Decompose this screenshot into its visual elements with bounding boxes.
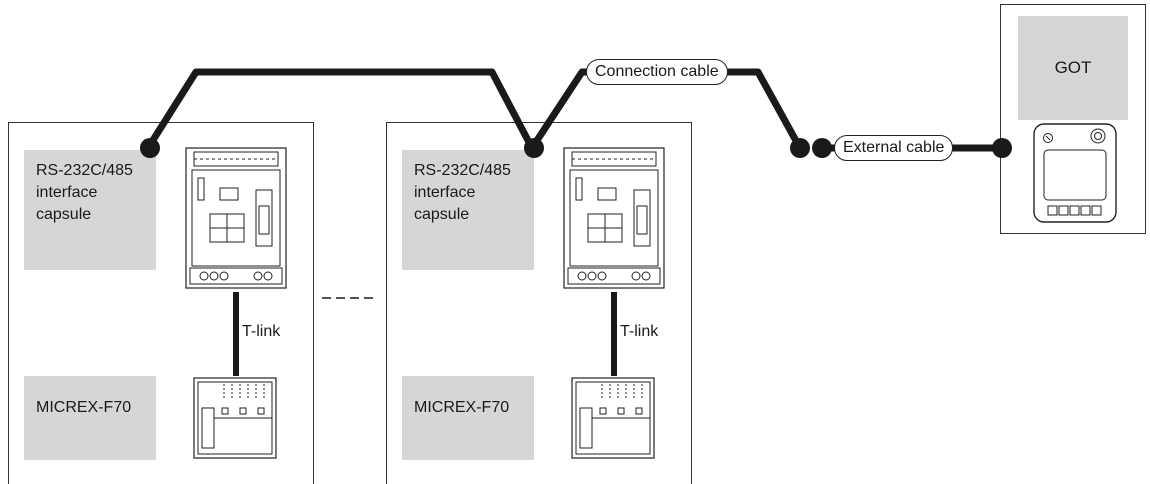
got-screen [1043, 149, 1107, 201]
interface-capsule-label-1: RS-232C/485 interface capsule [24, 150, 156, 270]
interface-module-illustration-2 [563, 147, 665, 289]
connection-cable-label: Connection cable [586, 59, 728, 85]
connection-dot-station-2 [524, 138, 544, 158]
external-cable-label: External cable [834, 135, 954, 161]
plc-module-illustration-2 [571, 377, 655, 459]
got-label: GOT [1018, 16, 1128, 120]
plc-label-2: MICREX-F70 [402, 376, 534, 460]
plc-label-1: MICREX-F70 [24, 376, 156, 460]
connection-dot-station-1 [140, 138, 160, 158]
plc-module-illustration-1 [193, 377, 277, 459]
interface-capsule-label-2: RS-232C/485 interface capsule [402, 150, 534, 270]
t-link-label-2: T-link [620, 323, 659, 340]
connection-dot-external-start [812, 138, 832, 158]
got-device-illustration [1033, 123, 1117, 223]
connection-dot-got [992, 138, 1012, 158]
interface-module-illustration-1 [185, 147, 287, 289]
connection-dot-cable-end [790, 138, 810, 158]
t-link-label-1: T-link [242, 323, 281, 340]
